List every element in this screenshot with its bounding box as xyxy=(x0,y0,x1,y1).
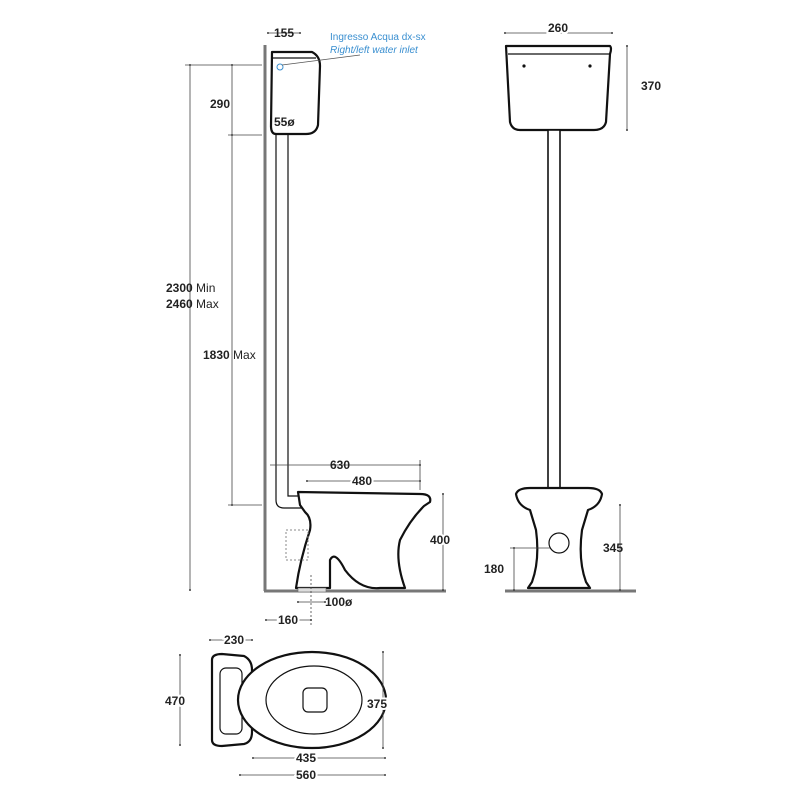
flush-pipe-front xyxy=(547,129,561,497)
front-tank-height-label: 370 xyxy=(641,79,661,93)
pipe-height-label: 1830 xyxy=(203,348,230,362)
total-height-max-label: 2460 xyxy=(166,297,193,311)
water-inlet-marker xyxy=(276,63,284,71)
outlet-distance-label: 160 xyxy=(278,613,298,627)
tank-width-label: 155 xyxy=(274,26,294,40)
toilet-bowl-side xyxy=(294,490,432,590)
side-view: 155 Ingresso Acqua dx-sx Right/left wate… xyxy=(166,26,452,629)
overall-depth-label: 630 xyxy=(330,458,350,472)
svg-text:2300 Min: 2300 Min xyxy=(166,281,215,295)
front-bowl-height-label: 345 xyxy=(603,541,623,555)
water-inlet-label-it: Ingresso Acqua dx-sx xyxy=(330,32,426,43)
svg-text:2460 Max: 2460 Max xyxy=(166,297,219,311)
outlet-height-label: 180 xyxy=(484,562,504,576)
pipe-diameter-label: 55ø xyxy=(274,115,295,129)
bowl-width-label: 375 xyxy=(367,697,387,711)
seat-width-label: 230 xyxy=(224,633,244,647)
bowl-height-label: 400 xyxy=(430,533,450,547)
outlet-diameter-label: 100ø xyxy=(325,595,353,609)
bowl-length-label: 435 xyxy=(296,751,316,765)
pipe-height-unit: Max xyxy=(233,348,256,362)
front-tank-width-label: 260 xyxy=(548,21,568,35)
max-unit: Max xyxy=(196,297,219,311)
cistern-front xyxy=(504,44,613,132)
tank-height-label: 290 xyxy=(210,97,230,111)
flush-pipe xyxy=(275,134,312,509)
overall-width-label: 470 xyxy=(165,694,185,708)
toilet-bowl-front xyxy=(514,486,604,590)
water-inlet-label-en: Right/left water inlet xyxy=(330,45,419,56)
total-height-min-label: 2300 xyxy=(166,281,193,295)
front-view: 260 370 345 180 xyxy=(484,19,661,593)
min-unit: Min xyxy=(196,281,215,295)
top-view: 230 470 375 435 560 xyxy=(163,631,389,784)
bowl-depth-label: 480 xyxy=(352,474,372,488)
cistern-side xyxy=(269,50,322,136)
overall-length-label: 560 xyxy=(296,768,316,782)
svg-text:1830 Max: 1830 Max xyxy=(203,348,256,362)
